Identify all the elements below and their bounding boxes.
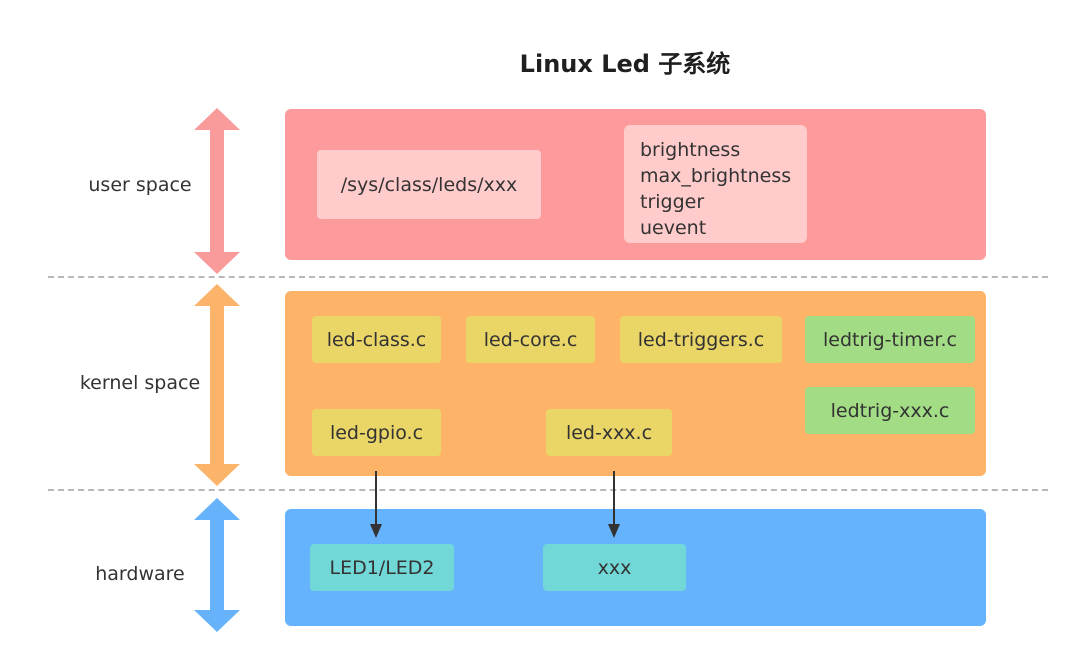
kernel-space-label: kernel space <box>79 372 201 394</box>
ledtrig-xxx-box: ledtrig-xxx.c <box>805 387 975 434</box>
user-double-arrow-icon <box>194 108 240 274</box>
sysfs-path-box: /sys/class/leds/xxx <box>317 150 541 219</box>
led-xxx-box: led-xxx.c <box>546 409 672 456</box>
hardware-double-arrow-icon <box>194 498 240 632</box>
led-triggers-box: led-triggers.c <box>620 316 782 363</box>
attribute-trigger: trigger <box>640 191 705 213</box>
led-class-box: led-class.c <box>312 316 441 363</box>
gpio-to-led-down-arrow-icon <box>370 471 382 538</box>
attribute-brightness: brightness <box>640 139 741 161</box>
sysfs-attributes-box: brightness max_brightness trigger uevent <box>624 125 807 243</box>
kernel-double-arrow-icon <box>194 284 240 486</box>
user-space-label: user space <box>88 174 192 196</box>
hardware-xxx-box: xxx <box>543 544 686 591</box>
led1-led2-box: LED1/LED2 <box>310 544 454 591</box>
ledtrig-timer-box: ledtrig-timer.c <box>805 316 975 363</box>
xxx-to-hardware-down-arrow-icon <box>608 471 620 538</box>
led-gpio-box: led-gpio.c <box>312 409 441 456</box>
attribute-uevent: uevent <box>640 217 707 239</box>
separator-kernel-hardware <box>48 489 1048 491</box>
hardware-label: hardware <box>95 563 185 585</box>
diagram-title: Linux Led 子系统 <box>519 50 731 78</box>
separator-user-kernel <box>48 276 1048 278</box>
attribute-max-brightness: max_brightness <box>640 165 792 187</box>
led-core-box: led-core.c <box>466 316 595 363</box>
